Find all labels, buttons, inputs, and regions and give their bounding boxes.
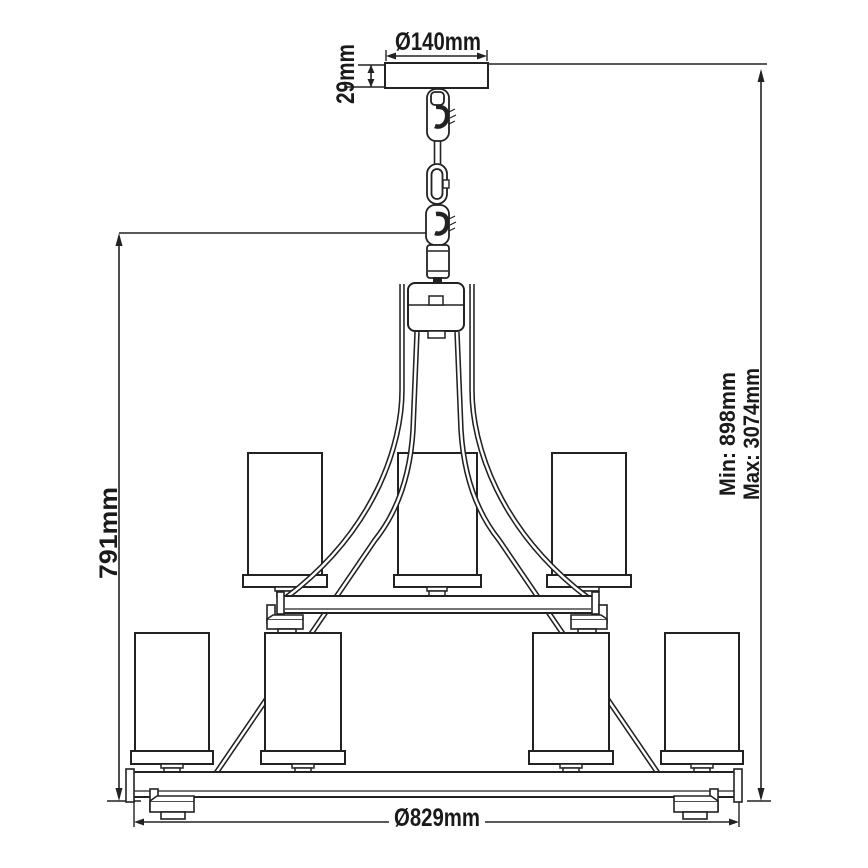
ring-bar [127, 771, 741, 798]
min-height-label: Min: 898mm [715, 372, 740, 496]
arrow-up [115, 233, 123, 246]
coupler-hook [434, 104, 450, 129]
shade-cylinder [247, 452, 323, 578]
ring-bracket-right [673, 788, 719, 820]
lower-ring [125, 768, 743, 820]
ferrule-stem [433, 277, 442, 283]
shade-cylinder [532, 632, 610, 754]
bracket-nub [682, 811, 708, 820]
arm-inner-left-core [211, 331, 419, 780]
bracket-foot [570, 618, 608, 630]
ring-end-cap-right [733, 768, 743, 803]
arm-inner-right-core [455, 331, 663, 780]
chain-link [426, 163, 450, 205]
dimension-body-height: 791mm [95, 232, 433, 802]
arm-outer-left-core [286, 284, 404, 598]
dimension-canopy-diameter: Ø140mm [385, 28, 488, 61]
shade-base-plate [130, 750, 214, 765]
body-height-label: 791mm [95, 487, 123, 579]
shade-base-plate [660, 750, 744, 765]
bracket-foot [266, 618, 304, 630]
lower-shade-1 [130, 632, 214, 774]
canopy-plate [384, 62, 489, 89]
arrow-left [134, 818, 144, 826]
canopy [384, 62, 489, 89]
ring-bar [278, 595, 598, 614]
hub [407, 282, 465, 339]
dimension-body-diameter: Ø829mm [133, 799, 740, 832]
lower-shade-3 [528, 632, 614, 774]
arrow-down [757, 788, 765, 801]
coupler-hook [434, 211, 450, 236]
coupler-hatching [448, 215, 457, 232]
shade-base-plate [528, 750, 614, 765]
hub-body [407, 282, 465, 332]
coupler-hatching [448, 108, 457, 125]
lower-shade-2 [260, 632, 346, 774]
body-diameter-label: Ø829mm [394, 804, 480, 832]
arrow-right [729, 818, 739, 826]
chain-ferrule [426, 244, 450, 283]
chain-coupler-bottom [425, 204, 457, 246]
ring-bracket-left [149, 788, 195, 820]
bracket-foot-top [149, 795, 195, 802]
hub-notch [428, 295, 444, 306]
canopy-diameter-label: Ø140mm [395, 28, 481, 56]
link-notch [442, 179, 450, 189]
shade-cylinder [397, 452, 478, 578]
ring-end-cap-left [125, 768, 135, 803]
lower-shade-4 [660, 632, 744, 774]
dimension-canopy-height: 29mm [332, 44, 385, 104]
arm-outer-right-core [470, 284, 588, 598]
arrow-up [367, 65, 375, 73]
bracket-nub [160, 811, 186, 820]
arrow-up [757, 69, 765, 82]
max-height-label: Max: 3074mm [739, 368, 764, 500]
shade-cylinder [664, 632, 740, 754]
upper-shade-center [393, 452, 482, 598]
link-inner [430, 168, 444, 200]
chain-coupler-top [426, 88, 457, 142]
shade-cylinder [551, 452, 627, 578]
arms [209, 284, 665, 781]
bracket-foot [149, 800, 195, 813]
dimension-overall-height: Min: 898mm Max: 3074mm [489, 63, 771, 802]
canopy-height-label: 29mm [332, 44, 360, 104]
ferrule-body [426, 244, 450, 279]
label-backing [389, 806, 485, 830]
shade-cylinder [264, 632, 342, 754]
ring-end-cap-left [276, 591, 285, 615]
bracket-foot [673, 800, 719, 813]
shade-cylinder [134, 632, 210, 754]
bracket-foot-top [673, 795, 719, 802]
shade-base-plate [393, 574, 482, 588]
bracket-foot-top [570, 614, 608, 620]
upper-ring [266, 591, 608, 637]
hub-bottom-tab [427, 330, 446, 339]
coupler-inner [430, 91, 445, 106]
bracket-foot-top [266, 614, 304, 620]
arrow-down [115, 788, 123, 801]
shade-base-plate [260, 750, 346, 765]
arrow-down [367, 79, 375, 87]
arrow-left [386, 52, 396, 60]
ring-end-cap-right [591, 591, 600, 615]
suspension-chain [425, 88, 457, 283]
arrow-right [477, 52, 487, 60]
